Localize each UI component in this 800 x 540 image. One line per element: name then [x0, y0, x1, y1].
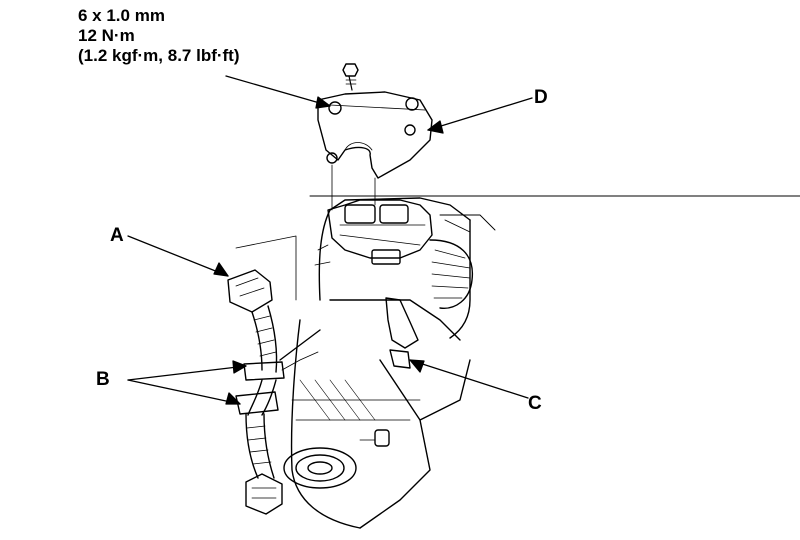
leader-lines: [128, 76, 532, 404]
callout-b: B: [96, 369, 110, 390]
wiring-harness: [228, 236, 318, 514]
valve-body-mechanism: [315, 200, 495, 368]
cover-d: [318, 92, 432, 210]
bolt-size-text: 6 x 1.0 mm: [78, 6, 165, 25]
torque-metric-text: 12 N·m: [78, 26, 135, 45]
torque-alt-text: (1.2 kgf·m, 8.7 lbf·ft): [78, 46, 240, 65]
callout-c: C: [528, 393, 542, 414]
transmission-housing: [280, 196, 800, 528]
torque-specification: 6 x 1.0 mm 12 N·m (1.2 kgf·m, 8.7 lbf·ft…: [78, 6, 240, 66]
lower-seal: [284, 430, 389, 488]
bolt: [343, 64, 358, 90]
callout-a: A: [110, 225, 124, 246]
callout-d: D: [534, 87, 548, 108]
